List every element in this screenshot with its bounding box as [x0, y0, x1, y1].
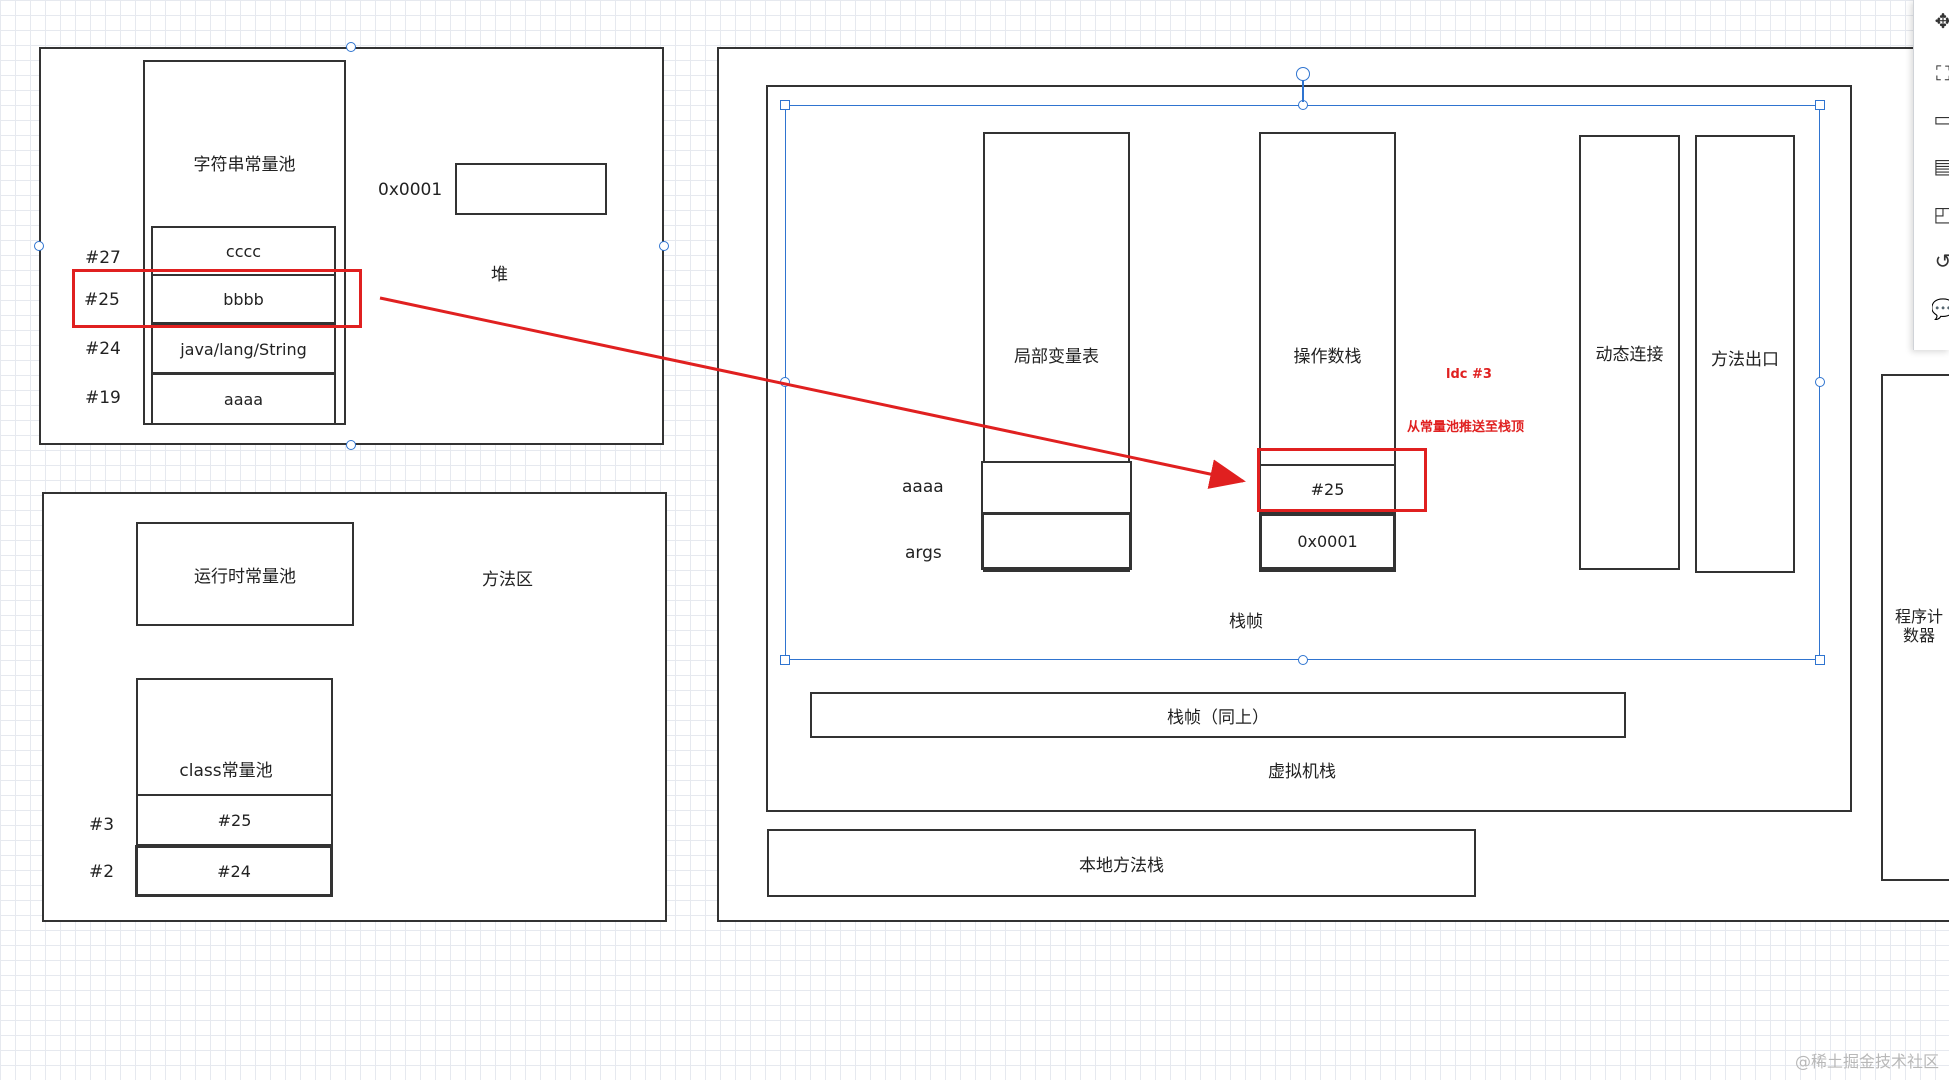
highlight-operand-25: [1257, 448, 1427, 512]
heap-row-19-cell[interactable]: aaaa: [151, 373, 336, 425]
heap-row-value: cccc: [225, 241, 262, 261]
side-toolbar: ✥ ⛶ ▭ ▤ ◰ ↺ 💬: [1913, 0, 1949, 350]
operand-slot[interactable]: 0x0001: [1259, 513, 1396, 570]
stack-frame-label: 栈帧: [1229, 612, 1263, 632]
dynamic-linking[interactable]: 动态连接: [1579, 135, 1680, 570]
local-var-slot[interactable]: [981, 461, 1132, 514]
method-area-title: 方法区: [482, 570, 533, 590]
local-var-slot[interactable]: [981, 512, 1132, 570]
page-icon[interactable]: ▤: [1933, 155, 1949, 177]
rotate-handle-icon[interactable]: [1296, 67, 1310, 81]
ldc-instruction-note: ldc #3: [1446, 367, 1492, 382]
local-var-name: args: [905, 543, 942, 563]
heap-row-index: #27: [85, 248, 121, 268]
method-return-address[interactable]: [1695, 135, 1795, 573]
class-pool-label: class常量池: [179, 761, 273, 781]
string-pool-label: 字符串常量池: [193, 155, 296, 175]
local-var-name: aaaa: [902, 477, 944, 497]
program-counter-register[interactable]: [1881, 374, 1949, 881]
method-exit-label: 方法出口: [1711, 350, 1779, 370]
class-row-index: #2: [89, 862, 115, 882]
operand-stack-label: 操作数栈: [1293, 347, 1362, 367]
heap-row-value: aaaa: [223, 389, 264, 409]
resize-handle-left[interactable]: [34, 241, 44, 251]
class-row-value: #24: [217, 861, 251, 881]
heap-address-label: 0x0001: [378, 180, 443, 200]
heap-title: 堆: [491, 265, 508, 285]
note-icon[interactable]: ◰: [1933, 203, 1949, 225]
heap-row-25-cell[interactable]: bbbb: [151, 274, 336, 324]
selection-handle-tr[interactable]: [1815, 100, 1825, 110]
runtime-pool-label: 运行时常量池: [194, 566, 296, 587]
selection-handle-right[interactable]: [1815, 377, 1825, 387]
heap-row-24-cell[interactable]: java/lang/String: [151, 324, 336, 374]
class-row-value: #25: [217, 810, 252, 830]
resize-handle-top[interactable]: [346, 42, 356, 52]
format-icon[interactable]: ⛶: [1936, 62, 1949, 84]
resize-handle-bottom[interactable]: [346, 440, 356, 450]
dynamic-link-label: 动态连接: [1595, 345, 1664, 365]
selection-handle-br[interactable]: [1815, 655, 1825, 665]
push-to-top-note: 从常量池推送至栈顶: [1407, 420, 1525, 435]
heap-row-27-cell[interactable]: cccc: [151, 226, 336, 276]
selection-handle-bl[interactable]: [780, 655, 790, 665]
heap-row-value: bbbb: [223, 289, 264, 309]
class-row-index: #3: [89, 815, 115, 835]
operand-slot-top[interactable]: #25: [1259, 464, 1396, 514]
native-stack-label: 本地方法栈: [1079, 855, 1164, 876]
heap-row-value: java/lang/String: [180, 339, 307, 359]
highlight-bbbb: [72, 269, 362, 328]
stack-frame-copy[interactable]: 栈帧（同上）: [810, 692, 1626, 738]
history-icon[interactable]: ↺: [1934, 250, 1949, 272]
frame-copy-label: 栈帧（同上）: [1167, 707, 1269, 728]
calendar-icon[interactable]: ▭: [1933, 108, 1949, 130]
move-icon[interactable]: ✥: [1934, 10, 1949, 32]
selection-handle-bottom[interactable]: [1298, 655, 1308, 665]
resize-handle-right[interactable]: [659, 241, 669, 251]
heap-object[interactable]: [455, 163, 607, 215]
pc-register-label: 程序计 数器: [1895, 607, 1944, 645]
watermark: @稀土掘金技术社区: [1794, 1052, 1939, 1071]
rotate-connector: [1302, 80, 1304, 102]
local-vars-label: 局部变量表: [1014, 347, 1099, 367]
heap-row-index: #19: [85, 388, 121, 408]
heap-row-index: #25: [84, 290, 120, 310]
jvm-stack-title: 虚拟机栈: [1268, 762, 1336, 782]
native-method-stack[interactable]: 本地方法栈: [767, 829, 1476, 897]
runtime-constant-pool[interactable]: 运行时常量池: [136, 522, 354, 626]
selection-handle-tl[interactable]: [780, 100, 790, 110]
heap-row-index: #24: [85, 339, 121, 359]
class-row-2-cell[interactable]: #24: [135, 845, 333, 897]
operand-value: #25: [1310, 479, 1345, 499]
comment-icon[interactable]: 💬: [1932, 298, 1949, 320]
operand-value: 0x0001: [1297, 532, 1358, 551]
